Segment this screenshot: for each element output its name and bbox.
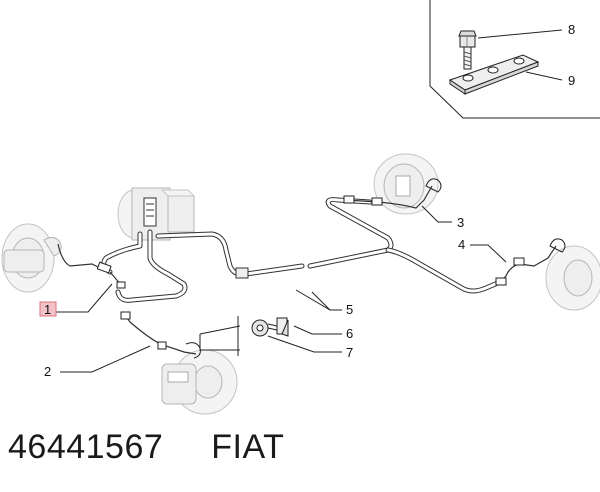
inset-panel xyxy=(429,0,600,119)
wheel-speed-sensor-front-right xyxy=(120,311,197,355)
callout-4[interactable]: 4 xyxy=(458,237,465,252)
washer-icon xyxy=(251,319,269,337)
callout-1[interactable]: 1 xyxy=(44,302,51,317)
leader-lines xyxy=(56,205,507,373)
callout-5[interactable]: 5 xyxy=(346,302,353,317)
callout-3[interactable]: 3 xyxy=(457,215,464,230)
rear-right-brake-drum xyxy=(545,245,600,311)
wheel-speed-sensor-rear-left xyxy=(343,178,442,209)
callout-labels: 1 2 3 4 5 6 7 8 9 xyxy=(39,22,575,379)
parts-diagram: 1 2 3 4 5 6 7 8 9 xyxy=(1,0,600,415)
callout-9[interactable]: 9 xyxy=(568,73,575,88)
part-footer: 46441567 FIAT xyxy=(8,428,284,476)
front-left-brake-disc xyxy=(1,223,62,293)
wheel-speed-sensor-front-left xyxy=(57,243,126,289)
callout-1-highlight xyxy=(39,301,57,317)
abs-control-unit xyxy=(117,187,196,241)
front-right-brake-disc xyxy=(161,342,238,415)
screw-icon xyxy=(267,317,289,337)
wheel-speed-sensor-rear-right xyxy=(495,238,566,286)
callout-8[interactable]: 8 xyxy=(568,22,575,37)
callout-6[interactable]: 6 xyxy=(346,326,353,341)
brand-name: FIAT xyxy=(211,428,285,466)
callout-7[interactable]: 7 xyxy=(346,345,353,360)
callout-2[interactable]: 2 xyxy=(44,364,51,379)
part-number: 46441567 xyxy=(8,428,164,466)
mounting-plate-icon xyxy=(448,54,540,95)
bolt-icon xyxy=(458,30,477,70)
rear-left-brake-drum xyxy=(373,153,439,215)
